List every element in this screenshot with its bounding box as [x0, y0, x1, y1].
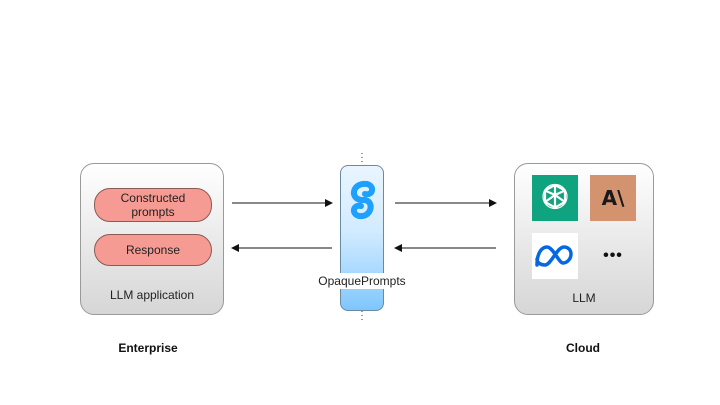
llm-application-label: LLM application [109, 288, 195, 302]
opaqueprompts-logo-icon [350, 180, 375, 220]
anthropic-icon: A\ [590, 175, 636, 221]
enterprise-app-box: Constructed prompts Response LLM applica… [80, 163, 224, 315]
llm-label: LLM [572, 291, 596, 305]
opaqueprompts-tube [340, 165, 384, 311]
response-pill: Response [94, 234, 212, 266]
enterprise-title: Enterprise [118, 341, 178, 355]
openai-icon [532, 175, 578, 221]
meta-icon [532, 233, 578, 279]
more-icon: ••• [590, 233, 636, 279]
cloud-title: Cloud [566, 341, 600, 355]
constructed-prompts-pill: Constructed prompts [94, 188, 212, 222]
more-dots: ••• [603, 247, 623, 264]
opaqueprompts-label: OpaquePrompts [300, 273, 424, 289]
anthropic-mark: A\ [601, 186, 625, 210]
cloud-llm-box: A\ ••• LLM [514, 163, 654, 315]
